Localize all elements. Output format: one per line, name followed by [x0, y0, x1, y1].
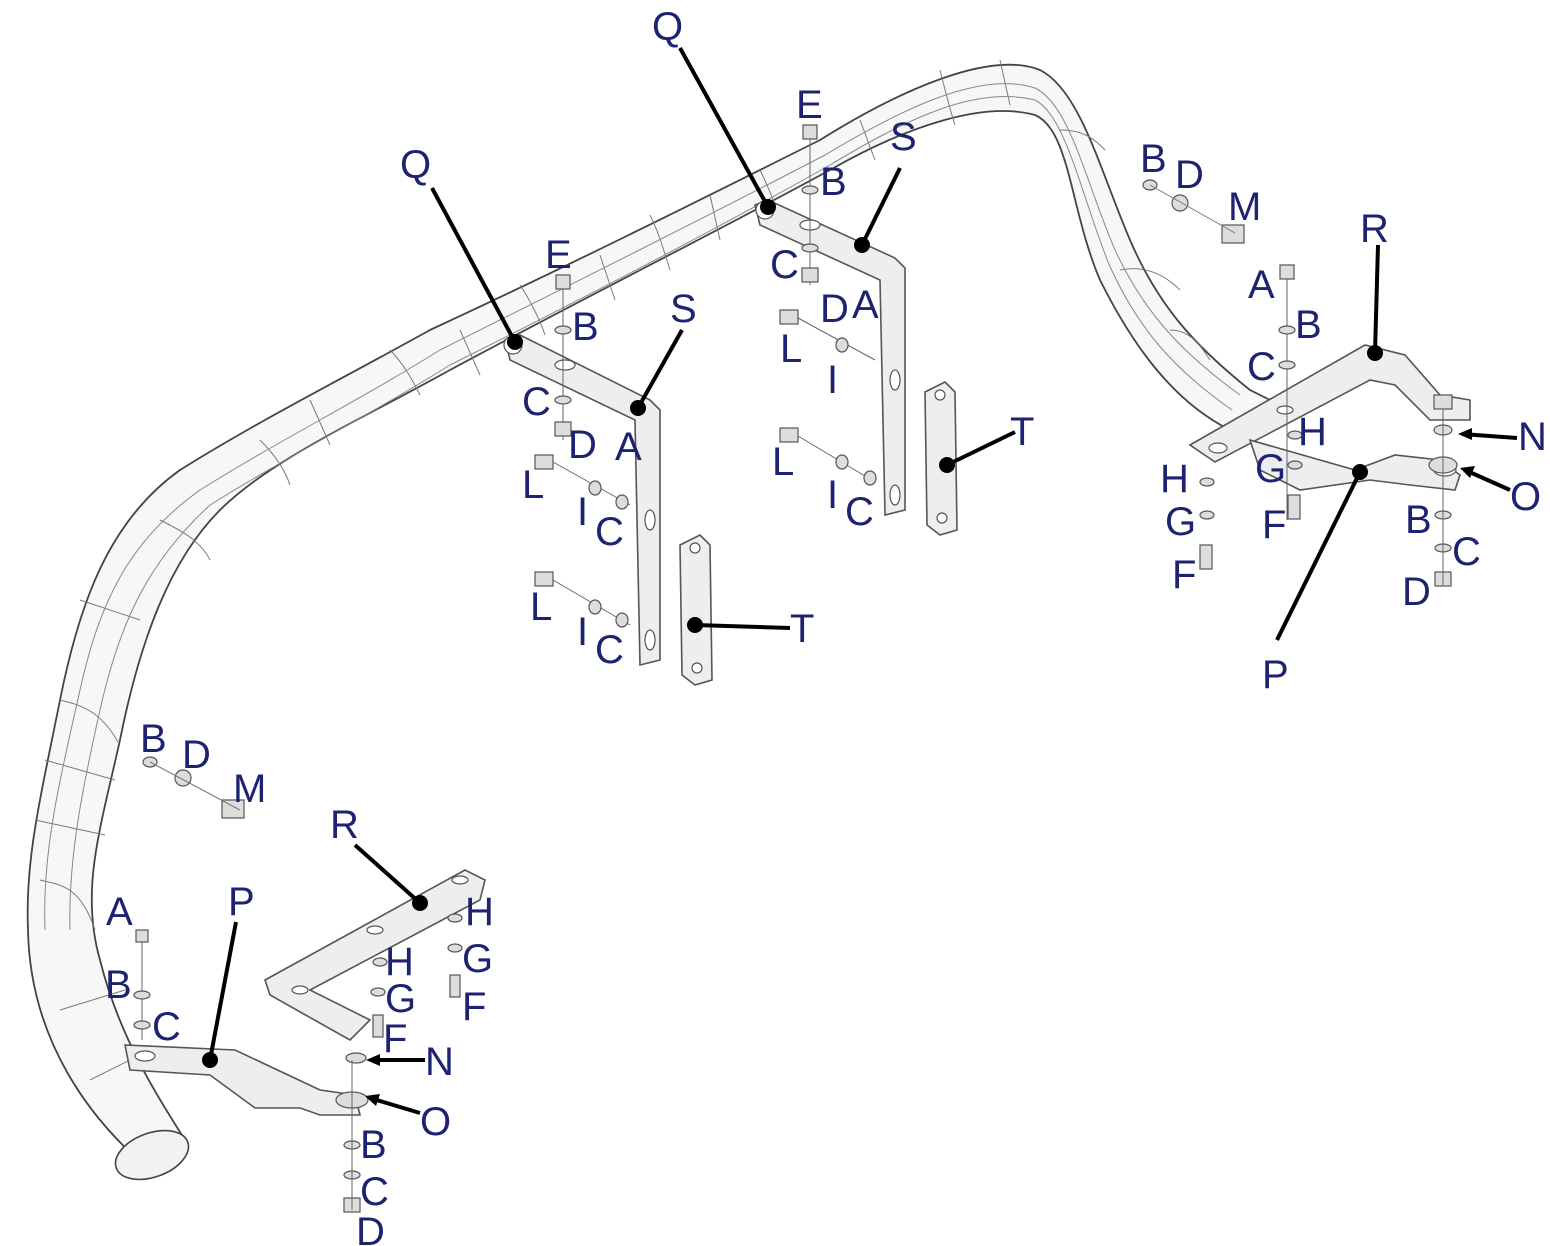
label-c: C — [360, 1170, 389, 1214]
bracket-r-left — [264, 869, 486, 1041]
label-c: C — [845, 490, 874, 534]
label-b: B — [360, 1123, 387, 1167]
label-c: C — [595, 628, 624, 672]
label-f: F — [1262, 503, 1286, 547]
label-h: H — [1298, 410, 1327, 454]
label-g: G — [385, 977, 416, 1021]
label-q: Q — [400, 143, 431, 187]
label-i: I — [827, 358, 838, 402]
label-h: H — [465, 890, 494, 934]
hardware-right — [1142, 179, 1458, 587]
label-b: B — [572, 305, 599, 349]
label-b: B — [820, 160, 847, 204]
label-r: R — [1360, 207, 1389, 251]
label-d: D — [820, 287, 849, 331]
label-e: E — [796, 83, 823, 127]
label-a: A — [106, 890, 133, 934]
label-o: O — [420, 1100, 451, 1144]
label-f: F — [1172, 553, 1196, 597]
label-c: C — [152, 1005, 181, 1049]
label-a: A — [852, 283, 879, 327]
label-i: I — [577, 490, 588, 534]
label-t: T — [1010, 410, 1034, 454]
label-h: H — [1160, 457, 1189, 501]
label-l: L — [522, 463, 544, 507]
label-b: B — [140, 717, 167, 761]
bracket-q-s-right — [754, 124, 958, 536]
label-r: R — [330, 803, 359, 847]
label-p: P — [1262, 653, 1289, 697]
label-d: D — [1175, 153, 1204, 197]
label-c: C — [522, 380, 551, 424]
label-c: C — [595, 510, 624, 554]
hardware-left-lower — [133, 756, 463, 1213]
label-g: G — [462, 937, 493, 981]
label-d: D — [1402, 570, 1431, 614]
label-c: C — [770, 243, 799, 287]
label-d: D — [568, 423, 597, 467]
label-a: A — [615, 425, 642, 469]
label-d: D — [182, 733, 211, 777]
label-a: A — [1248, 263, 1275, 307]
label-l: L — [530, 585, 552, 629]
label-b: B — [1405, 498, 1432, 542]
label-q: Q — [652, 5, 683, 49]
label-f: F — [462, 985, 486, 1029]
leader-lines — [202, 47, 1518, 1115]
callout-labels: Q Q E E B B B B B B B B S S C C C C C C … — [105, 5, 1547, 1246]
label-f: F — [383, 1017, 407, 1061]
label-l: L — [780, 327, 802, 371]
label-i: I — [577, 610, 588, 654]
label-s: S — [890, 115, 917, 159]
label-s: S — [670, 287, 697, 331]
label-b: B — [105, 963, 132, 1007]
label-i: I — [827, 473, 838, 517]
label-c: C — [1247, 345, 1276, 389]
label-n: N — [1518, 415, 1547, 459]
label-m: M — [1228, 185, 1261, 229]
tube-bar — [26, 59, 1272, 1181]
label-b: B — [1140, 137, 1167, 181]
label-d: D — [356, 1210, 385, 1246]
label-h: H — [385, 940, 414, 984]
label-l: L — [772, 440, 794, 484]
label-g: G — [1255, 447, 1286, 491]
label-o: O — [1510, 475, 1541, 519]
label-t: T — [790, 607, 814, 651]
bracket-q-s-left — [503, 274, 713, 686]
label-g: G — [1165, 500, 1196, 544]
label-m: M — [233, 767, 266, 811]
label-e: E — [545, 233, 572, 277]
label-n: N — [425, 1040, 454, 1084]
label-p: P — [228, 880, 255, 924]
label-b: B — [1295, 303, 1322, 347]
label-c: C — [1452, 530, 1481, 574]
